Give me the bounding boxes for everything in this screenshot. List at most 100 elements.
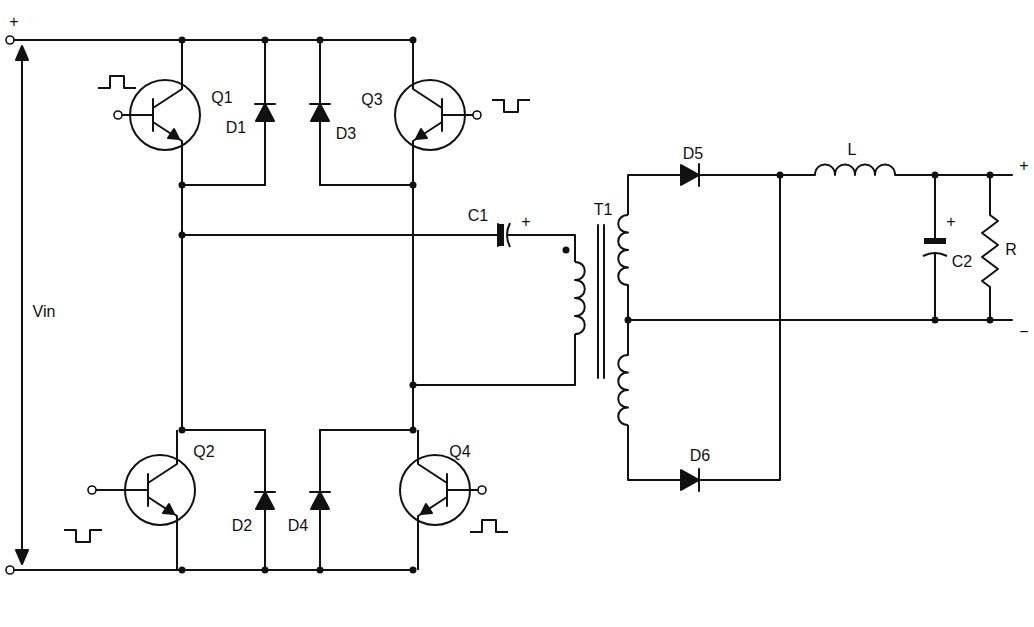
transistor-symbol	[418, 430, 447, 483]
wire	[182, 184, 265, 186]
wire	[628, 175, 680, 215]
part-label: D5	[683, 146, 703, 162]
junction-dot	[317, 37, 324, 44]
part-label: +	[9, 14, 18, 30]
part-label: D4	[288, 518, 308, 534]
part-label: C2	[952, 254, 972, 270]
part-label: Q4	[449, 444, 470, 460]
diode-symbol	[681, 470, 699, 490]
junction-dot	[179, 567, 186, 574]
wire	[14, 569, 413, 571]
pulse-symbol	[470, 520, 508, 532]
wire	[895, 174, 990, 176]
wire	[320, 429, 413, 431]
terminal	[6, 36, 14, 44]
pulse-symbol	[492, 100, 530, 112]
transistor-symbol	[442, 114, 477, 116]
inductor-symbol	[815, 165, 895, 176]
part-label: R	[1005, 242, 1017, 258]
vin-arrow	[21, 54, 23, 556]
junction-dot	[317, 567, 324, 574]
wire	[934, 175, 936, 238]
junction-dot	[179, 427, 186, 434]
transistor-symbol	[153, 40, 182, 108]
transistor-symbol	[118, 114, 153, 116]
part-label: D1	[226, 120, 246, 136]
transformer-winding	[618, 355, 628, 425]
wire	[700, 175, 780, 480]
pulse-symbol	[64, 530, 102, 542]
emitter-arrow	[416, 129, 427, 139]
diode-symbol	[310, 103, 330, 105]
part-label: L	[848, 142, 857, 158]
diode-symbol	[310, 491, 330, 493]
part-label: +	[946, 214, 955, 230]
transformer-core	[603, 225, 605, 378]
terminal	[473, 111, 481, 119]
wire	[990, 174, 1012, 176]
capacitor-symbol	[498, 224, 504, 246]
wire	[182, 234, 498, 236]
diode-symbol	[256, 492, 274, 509]
wire	[934, 253, 936, 320]
wire	[700, 174, 815, 176]
wire	[989, 175, 991, 215]
wire	[628, 425, 680, 480]
transformer-core	[597, 225, 599, 378]
wire	[182, 429, 265, 431]
junction-dot	[179, 37, 186, 44]
transformer-winding	[575, 262, 585, 334]
arrow-head	[16, 46, 28, 60]
part-label: D2	[232, 518, 252, 534]
wire	[990, 319, 1012, 321]
wire	[320, 184, 413, 186]
wire	[989, 287, 991, 320]
arrow-head	[16, 550, 28, 564]
terminal	[478, 486, 486, 494]
junction-dot	[262, 37, 269, 44]
transistor-symbol	[413, 40, 442, 108]
junction-dot	[410, 567, 417, 574]
part-label: Q2	[193, 444, 214, 460]
part-label: Vin	[33, 304, 56, 320]
wire	[507, 235, 575, 262]
part-label: Q3	[361, 92, 382, 108]
wire	[413, 334, 575, 385]
emitter-arrow	[163, 504, 174, 514]
emitter-arrow	[421, 504, 432, 514]
junction-dot	[777, 172, 784, 179]
transistor-symbol	[153, 122, 182, 185]
part-label: D3	[336, 126, 356, 142]
junction-dot	[410, 37, 417, 44]
part-label: +	[521, 214, 530, 230]
junction-dot	[262, 567, 269, 574]
diode-symbol	[311, 104, 329, 121]
terminal	[6, 566, 14, 574]
wire	[14, 39, 413, 41]
capacitor-symbol	[924, 238, 946, 244]
transformer-winding	[618, 215, 628, 285]
transistor-symbol	[418, 497, 447, 570]
transistor-symbol	[413, 122, 442, 185]
junction-dot	[179, 182, 186, 189]
diode-symbol	[698, 469, 700, 491]
junction-dot	[563, 247, 570, 254]
emitter-arrow	[168, 129, 179, 139]
pulse-symbol	[98, 76, 136, 88]
junction-dot	[625, 317, 632, 324]
wire	[181, 185, 183, 430]
wire	[412, 185, 414, 430]
transistor-symbol	[148, 497, 177, 570]
junction-dot	[410, 182, 417, 189]
transistor-symbol	[92, 489, 148, 491]
part-label: Q1	[211, 90, 232, 106]
part-label: D6	[690, 448, 710, 464]
part-label: C1	[468, 208, 488, 224]
part-label: +	[1019, 158, 1028, 174]
diode-symbol	[255, 491, 275, 493]
diode-symbol	[256, 104, 274, 121]
part-label: −	[1019, 324, 1028, 340]
terminal	[114, 111, 122, 119]
resistor-symbol	[982, 215, 998, 287]
